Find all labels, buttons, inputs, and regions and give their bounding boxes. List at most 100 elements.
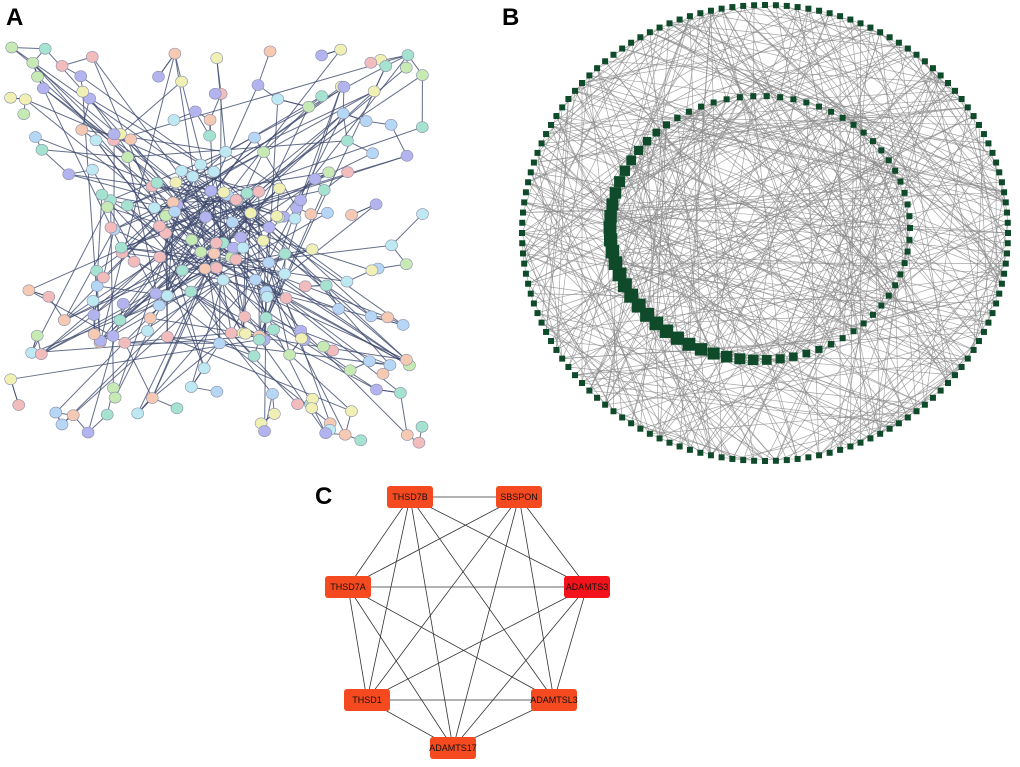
gene-node: [860, 129, 867, 136]
protein-node: [263, 45, 277, 58]
network-edge: [619, 90, 956, 275]
network-edge: [167, 336, 352, 412]
protein-node: [89, 134, 103, 147]
network-edge: [688, 111, 832, 345]
network-edge: [779, 6, 798, 98]
gene-node: [762, 2, 768, 8]
network-edge: [523, 106, 702, 264]
protein-node: [248, 131, 261, 144]
protein-node: [167, 114, 181, 126]
protein-node: [400, 354, 413, 366]
protein-node: [363, 355, 376, 368]
network-edge: [615, 192, 980, 342]
network-edge: [624, 117, 843, 172]
gene-node: [886, 425, 893, 432]
gene-node: [929, 65, 936, 72]
gene-node: [619, 414, 626, 421]
protein-node: [97, 271, 110, 284]
gene-node: [525, 179, 532, 186]
gene-node: [857, 439, 864, 446]
network-edge: [973, 192, 1005, 351]
gene-node: [740, 2, 747, 9]
protein-node: [210, 52, 224, 64]
hub-edge: [347, 586, 368, 701]
protein-node: [315, 90, 329, 103]
hub-edge: [452, 496, 520, 749]
hub-edge: [347, 586, 555, 701]
protein-node: [234, 231, 248, 244]
protein-node: [170, 402, 184, 415]
protein-node: [107, 128, 121, 141]
gene-node: [619, 165, 631, 176]
network-edge: [732, 6, 1005, 274]
protein-node: [19, 93, 32, 106]
gene-node: [980, 131, 987, 138]
network-edge: [752, 8, 809, 360]
gene-node: [892, 282, 899, 289]
network-edge: [522, 253, 989, 323]
network-edge: [666, 330, 917, 412]
network-edge: [556, 115, 956, 376]
network-edge: [839, 15, 1003, 284]
network-edge: [829, 303, 997, 454]
protein-node: [224, 327, 238, 339]
hub-edge: [518, 496, 588, 588]
hub-node-label: THSD7A: [330, 582, 366, 592]
gene-node: [877, 29, 884, 36]
network-edge: [165, 215, 217, 244]
network-edge: [656, 54, 917, 324]
network-edge: [659, 263, 1006, 439]
network-edge: [230, 113, 344, 334]
network-edge: [158, 192, 225, 306]
gene-node: [612, 267, 627, 282]
network-edge: [589, 102, 714, 391]
protein-node: [338, 428, 352, 441]
protein-node: [210, 262, 223, 274]
protein-node: [317, 340, 330, 353]
network-edge: [669, 23, 1008, 254]
protein-node: [319, 427, 332, 439]
gene-node: [996, 290, 1003, 297]
network-edge: [89, 98, 215, 173]
gene-node: [958, 95, 965, 102]
network-edge: [91, 56, 183, 271]
network-edge: [80, 75, 215, 173]
protein-node: [81, 426, 95, 439]
gene-node: [519, 219, 526, 226]
network-edge: [101, 194, 298, 405]
network-edge: [700, 12, 980, 342]
protein-node: [87, 328, 101, 340]
network-edge: [739, 96, 956, 376]
network-edge: [546, 273, 1005, 333]
network-edge: [268, 262, 291, 355]
network-edge: [41, 149, 128, 158]
network-edge: [258, 339, 327, 434]
gene-node: [897, 271, 904, 278]
protein-node: [400, 150, 414, 162]
gene-node: [543, 328, 550, 335]
network-edge: [743, 382, 949, 461]
network-edge: [596, 67, 1005, 275]
network-edge: [779, 32, 881, 359]
network-edge: [121, 176, 194, 254]
network-edge: [113, 229, 407, 361]
network-edge: [924, 61, 1000, 173]
network-edge: [110, 199, 351, 371]
gene-node: [937, 72, 944, 79]
hub-node-label: SBSPON: [500, 492, 538, 502]
network-edge: [631, 227, 911, 297]
network-edge: [666, 6, 798, 332]
protein-node: [55, 60, 69, 72]
protein-node: [143, 312, 157, 324]
protein-node: [204, 185, 218, 197]
protein-node: [341, 166, 354, 178]
hub-edge: [366, 586, 588, 701]
gene-node: [970, 346, 977, 353]
protein-node: [294, 194, 307, 207]
network-edge: [775, 181, 901, 461]
network-edge: [40, 194, 228, 355]
network-edge: [666, 330, 777, 461]
protein-node: [258, 425, 271, 437]
gene-node: [805, 5, 812, 12]
protein-node: [262, 221, 276, 234]
